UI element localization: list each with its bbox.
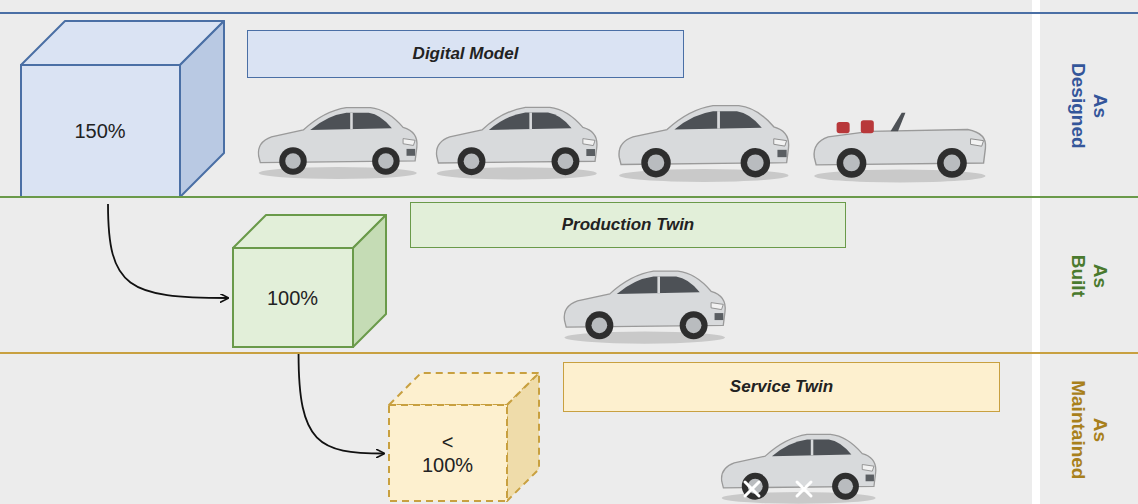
cube-front (389, 405, 507, 501)
cube-side (353, 215, 386, 347)
share-cube: 150% (20, 20, 225, 198)
twin-name: Service Twin (730, 377, 833, 397)
cube-outline (20, 20, 225, 198)
lifecycle-band: As Built 100% Production Twin (0, 196, 1138, 352)
cube-outline (388, 372, 540, 502)
twin-label-box: Production Twin (410, 202, 846, 248)
twin-label-box: Service Twin (563, 362, 1000, 412)
percentage-value: 150% (74, 120, 125, 143)
share-cube: 100% (232, 214, 387, 348)
stage-label: As Maintained (1068, 380, 1112, 479)
cube-front (21, 65, 180, 197)
flow-arrow (299, 354, 384, 454)
cube-text-area: 100% (232, 248, 353, 348)
flow-arrow (108, 204, 228, 298)
stage-label: As Built (1067, 255, 1111, 297)
twin-name: Production Twin (562, 215, 695, 235)
cube-side (180, 21, 224, 197)
stage-label: As Designed (1067, 63, 1111, 149)
lifecycle-band: As Maintained < 100% Service Twin (0, 352, 1138, 504)
cube-side (507, 373, 539, 501)
cube-outline (232, 214, 387, 348)
percentage-value: 100% (267, 287, 318, 310)
cube-text-area: 150% (20, 65, 180, 198)
share-cube: < 100% (388, 372, 540, 502)
cube-text-area: < 100% (388, 405, 507, 502)
cube-front (233, 248, 353, 347)
twin-name: Digital Model (413, 44, 519, 64)
lifecycle-band: As Designed 150% Digital Model (0, 12, 1138, 196)
percentage-value: < 100% (422, 431, 473, 477)
twin-label-box: Digital Model (247, 30, 684, 78)
